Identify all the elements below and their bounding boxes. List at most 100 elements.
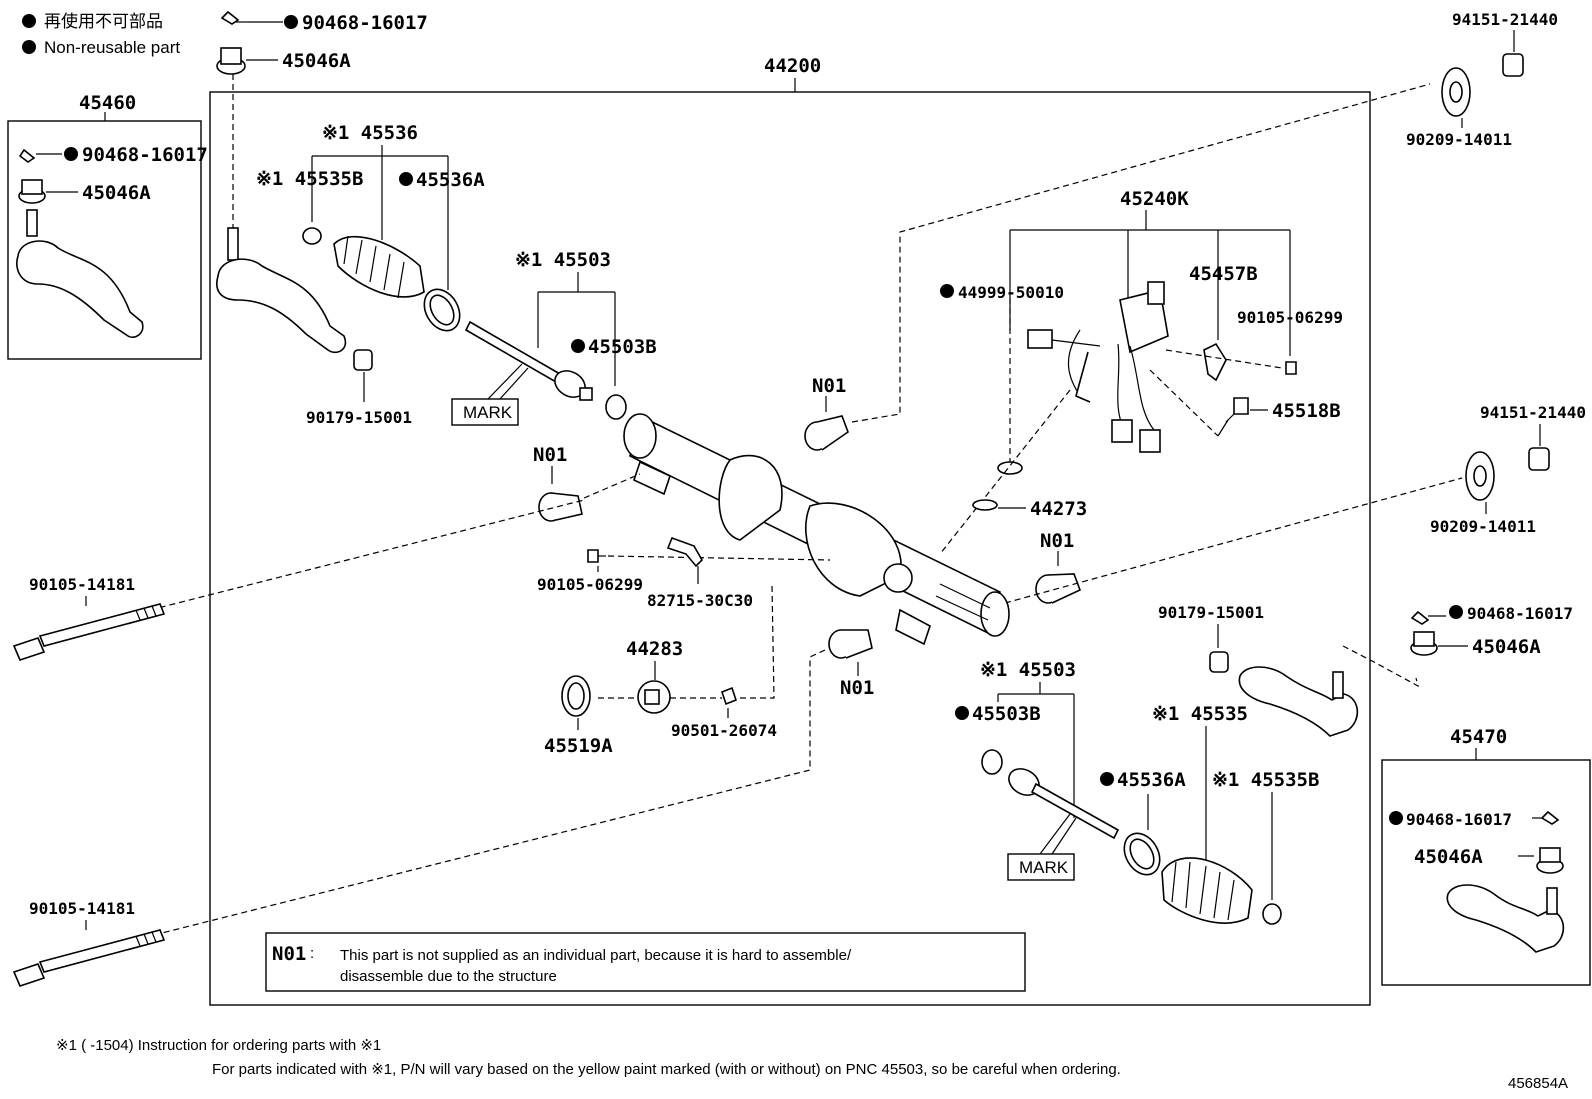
label-valve: 45240K bbox=[1120, 188, 1189, 210]
non-reusable-dot-icon bbox=[1100, 772, 1114, 786]
label-n01-a: N01 bbox=[533, 444, 567, 466]
label-top-nut: 45046A bbox=[282, 50, 351, 72]
washer-icon bbox=[1441, 67, 1471, 117]
non-reusable-dot-icon bbox=[22, 40, 36, 54]
label-seal-273: 44273 bbox=[1030, 498, 1087, 520]
label-n01-b: N01 bbox=[812, 375, 846, 397]
valve-bracket-icon bbox=[1203, 342, 1227, 382]
clamp-ring-icon bbox=[423, 288, 461, 332]
clamp-ring-icon bbox=[1123, 832, 1161, 876]
rack-housing-icon bbox=[623, 413, 1010, 646]
legend-jp: 再使用不可部品 bbox=[44, 11, 163, 31]
left-box-item-clip: 90468-16017 bbox=[82, 144, 208, 166]
mark-box-right bbox=[1007, 853, 1075, 881]
left-box-title: 45460 bbox=[79, 92, 136, 114]
clip-icon bbox=[1540, 810, 1560, 825]
bushing-icon bbox=[353, 349, 373, 371]
flange-bolt-icon bbox=[1225, 397, 1249, 423]
mark-box-left bbox=[451, 398, 519, 426]
nut-icon bbox=[1528, 447, 1550, 471]
right-box-item-nut: 45046A bbox=[1414, 846, 1483, 868]
label-boot-right: ※1 45535 bbox=[1152, 703, 1248, 725]
label-clamp-ring-right: 45536A bbox=[1117, 769, 1186, 791]
non-reusable-dot-icon bbox=[1389, 811, 1403, 825]
non-reusable-dot-icon bbox=[284, 15, 298, 29]
o-ring-icon bbox=[997, 461, 1023, 475]
right-box-item-clip: 90468-16017 bbox=[1406, 810, 1512, 829]
castle-nut-icon bbox=[1536, 847, 1564, 874]
clamp-icon bbox=[302, 227, 322, 245]
label-washer-left: 45503B bbox=[588, 336, 657, 358]
svg-text::: : bbox=[310, 945, 314, 962]
tie-rod-end-right-icon bbox=[1446, 884, 1565, 953]
non-reusable-dot-icon bbox=[955, 706, 969, 720]
washer-icon bbox=[1465, 451, 1495, 501]
footer-line2: For parts indicated with ※1, P/N will va… bbox=[212, 1061, 1121, 1078]
label-bolt-small: 90105-06299 bbox=[537, 575, 643, 594]
non-reusable-dot-icon bbox=[571, 339, 585, 353]
label-clamp-right: ※1 45535B bbox=[1212, 769, 1319, 791]
label-bolt-upper: 90105-14181 bbox=[29, 575, 135, 594]
label-screw-501: 90501-26074 bbox=[671, 721, 777, 740]
control-valve-icon bbox=[1027, 281, 1169, 453]
bushing-icon bbox=[1209, 651, 1229, 673]
non-reusable-dot-icon bbox=[1449, 605, 1463, 619]
label-washer-right: 45503B bbox=[972, 703, 1041, 725]
inner-tie-rod-icon bbox=[1008, 768, 1120, 840]
n01-note-box bbox=[265, 932, 1026, 992]
seal-ring-icon bbox=[972, 499, 998, 511]
legend: 再使用不可部品 Non-reusable part bbox=[22, 11, 180, 57]
small-bolt-icon bbox=[587, 549, 606, 563]
label-bolt-valve: 90105-06299 bbox=[1237, 308, 1343, 327]
set-screw-icon bbox=[721, 686, 737, 706]
mount-bushing-icon bbox=[538, 492, 583, 522]
label-n01-c: N01 bbox=[1040, 530, 1074, 552]
tie-rod-end-left-icon bbox=[16, 209, 144, 338]
clamp-icon bbox=[1262, 903, 1282, 925]
label-bushing-right: 90179-15001 bbox=[1158, 603, 1264, 622]
tie-rod-end-icon bbox=[1238, 666, 1359, 737]
tie-rod-end-icon bbox=[216, 227, 347, 354]
n01-note-code: N01 bbox=[272, 943, 306, 965]
mount-bushing-icon bbox=[804, 415, 849, 451]
label-rod-right: ※1 45503 bbox=[980, 659, 1076, 681]
long-bolt-icon bbox=[12, 929, 166, 987]
lock-washer-icon bbox=[981, 749, 1003, 775]
clip-icon bbox=[18, 148, 36, 163]
bracket-icon bbox=[666, 536, 703, 568]
label-rod-left: ※1 45503 bbox=[515, 249, 611, 271]
label-clamp-left: ※1 45535B bbox=[256, 168, 363, 190]
label-bracket-457: 45457B bbox=[1189, 263, 1258, 285]
non-reusable-dot-icon bbox=[64, 147, 78, 161]
lock-washer-icon bbox=[605, 394, 627, 420]
clip-icon bbox=[1410, 610, 1430, 625]
label-bolt-lower: 90105-14181 bbox=[29, 899, 135, 918]
mount-bushing-icon bbox=[1035, 573, 1082, 604]
label-clamp-ring-left: 45536A bbox=[416, 169, 485, 191]
label-seal-519: 45519A bbox=[544, 735, 613, 757]
mark-label-right: MARK bbox=[1019, 858, 1069, 877]
diagram-id: 456854A bbox=[1508, 1075, 1568, 1092]
label-clip-right: 90468-16017 bbox=[1467, 604, 1573, 623]
label-boot-kit-left: ※1 45536 bbox=[322, 122, 418, 144]
inner-tie-rod-icon bbox=[464, 320, 593, 401]
legend-en: Non-reusable part bbox=[44, 38, 180, 57]
label-bushing-left: 90179-15001 bbox=[306, 408, 412, 427]
tie-rod-end-box-right bbox=[1381, 759, 1591, 986]
clip-icon bbox=[220, 10, 248, 25]
n01-note-line1: This part is not supplied as an individu… bbox=[340, 947, 852, 964]
label-n01-d: N01 bbox=[840, 677, 874, 699]
assembly-frame bbox=[209, 91, 1371, 1006]
cap-icon bbox=[637, 680, 671, 714]
boot-icon bbox=[333, 235, 425, 299]
non-reusable-dot-icon bbox=[399, 172, 413, 186]
footer-line1: ※1 ( -1504) Instruction for ordering par… bbox=[56, 1037, 381, 1054]
non-reusable-dot-icon bbox=[22, 14, 36, 28]
label-washer-tr2: 90209-14011 bbox=[1430, 517, 1536, 536]
castle-nut-icon bbox=[216, 47, 246, 75]
non-reusable-dot-icon bbox=[940, 284, 954, 298]
label-oring: 44999-50010 bbox=[958, 283, 1064, 302]
small-bolt-icon bbox=[1285, 361, 1297, 375]
